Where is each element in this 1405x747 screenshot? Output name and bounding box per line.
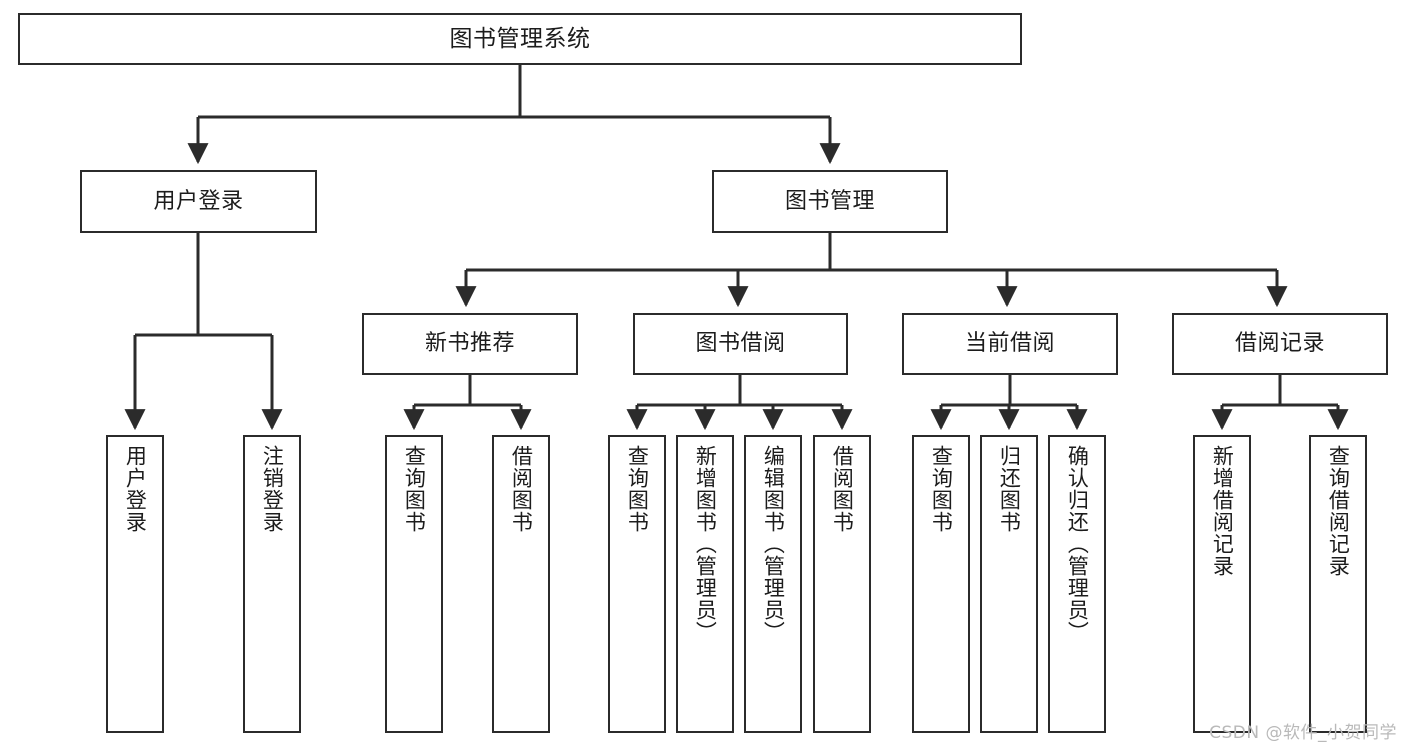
node-new-book-recommend[interactable]: 新书推荐: [362, 313, 578, 375]
leaf-return-book-label: 归还图书: [997, 445, 1022, 533]
leaf-edit-book-admin-label: 编辑图书（管理员）: [761, 445, 786, 643]
leaf-user-login-label: 用户登录: [123, 445, 148, 533]
node-root[interactable]: 图书管理系统: [18, 13, 1022, 65]
leaf-add-borrow-record-label: 新增借阅记录: [1210, 445, 1235, 577]
leaf-query-borrow-record[interactable]: 查询借阅记录: [1309, 435, 1367, 733]
leaf-logout-label: 注销登录: [260, 445, 285, 533]
leaf-borrow-book-newbook[interactable]: 借阅图书: [492, 435, 550, 733]
leaf-borrow-book[interactable]: 借阅图书: [813, 435, 871, 733]
leaf-query-book-newbook[interactable]: 查询图书: [385, 435, 443, 733]
leaf-add-book-admin[interactable]: 新增图书（管理员）: [676, 435, 734, 733]
leaf-query-borrow-record-label: 查询借阅记录: [1326, 445, 1351, 577]
leaf-return-book[interactable]: 归还图书: [980, 435, 1038, 733]
leaf-query-book-current[interactable]: 查询图书: [912, 435, 970, 733]
leaf-borrow-book-label: 借阅图书: [830, 445, 855, 533]
node-borrow-records[interactable]: 借阅记录: [1172, 313, 1388, 375]
node-borrow-records-label: 借阅记录: [1234, 331, 1325, 357]
node-user-login-label: 用户登录: [153, 188, 244, 214]
node-book-borrow[interactable]: 图书借阅: [633, 313, 848, 375]
leaf-query-book-borrow[interactable]: 查询图书: [608, 435, 666, 733]
leaf-borrow-book-newbook-label: 借阅图书: [509, 445, 534, 533]
node-user-login[interactable]: 用户登录: [80, 170, 317, 233]
leaf-user-login[interactable]: 用户登录: [106, 435, 164, 733]
leaf-query-book-borrow-label: 查询图书: [625, 445, 650, 533]
node-new-book-recommend-label: 新书推荐: [424, 331, 515, 357]
leaf-confirm-return-admin-label: 确认归还（管理员）: [1065, 445, 1090, 643]
leaf-query-book-current-label: 查询图书: [929, 445, 954, 533]
node-book-management-label: 图书管理: [784, 188, 875, 214]
csdn-watermark: CSDN @软件_小贺同学: [1209, 723, 1397, 743]
leaf-add-borrow-record[interactable]: 新增借阅记录: [1193, 435, 1251, 733]
leaf-logout[interactable]: 注销登录: [243, 435, 301, 733]
leaf-add-book-admin-label: 新增图书（管理员）: [693, 445, 718, 643]
leaf-query-book-newbook-label: 查询图书: [402, 445, 427, 533]
node-book-borrow-label: 图书借阅: [695, 331, 786, 357]
node-current-borrow[interactable]: 当前借阅: [902, 313, 1118, 375]
node-book-management[interactable]: 图书管理: [712, 170, 948, 233]
node-current-borrow-label: 当前借阅: [964, 331, 1055, 357]
leaf-confirm-return-admin[interactable]: 确认归还（管理员）: [1048, 435, 1106, 733]
leaf-edit-book-admin[interactable]: 编辑图书（管理员）: [744, 435, 802, 733]
node-root-label: 图书管理系统: [449, 25, 591, 52]
